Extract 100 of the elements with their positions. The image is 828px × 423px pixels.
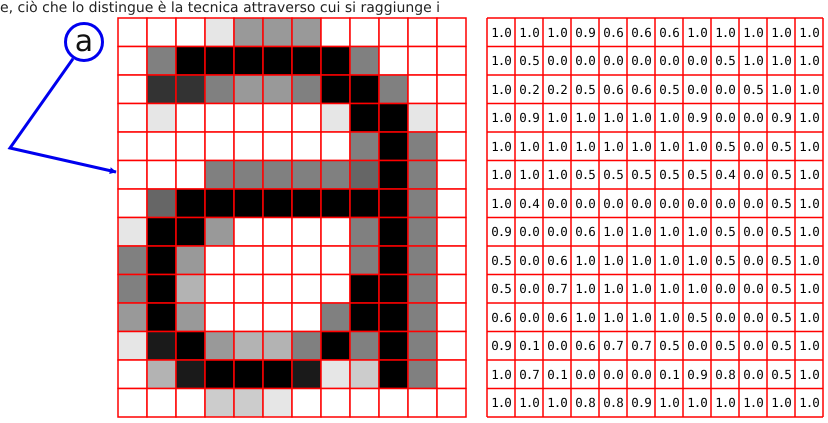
table-cell-text: 1.0 <box>686 252 708 270</box>
table-cell-text: 1.0 <box>574 308 596 327</box>
table-cell-text: 0.0 <box>602 52 624 70</box>
table-cell-text: 1.0 <box>490 366 512 384</box>
table-cell-text: 1.0 <box>490 166 512 184</box>
table-cell-text: 1.0 <box>630 252 652 270</box>
table-cell-text: 1.0 <box>490 394 512 412</box>
table-cell-text: 1.0 <box>518 138 540 156</box>
table-cell-text: 0.5 <box>714 252 736 270</box>
table-cell-text: 0.0 <box>742 194 764 213</box>
table-cell-text: 0.5 <box>770 366 792 384</box>
table-cell-text: 1.0 <box>574 280 596 298</box>
table-cell-text: 0.6 <box>602 80 624 99</box>
table-cell-text: 1.0 <box>490 52 512 70</box>
table-cell-text: 0.5 <box>658 337 680 356</box>
table-cell-text: 0.9 <box>630 394 652 412</box>
table-cell-text: 1.0 <box>798 223 820 242</box>
table-cell-text: 0.0 <box>714 194 736 213</box>
table-cell-text: 1.0 <box>686 138 708 156</box>
table-cell-text: 0.9 <box>574 24 596 42</box>
table-cell-text: 0.6 <box>490 308 512 327</box>
table-cell-text: 0.1 <box>518 337 540 356</box>
table-cell-text: 1.0 <box>686 24 708 42</box>
table-cell-text: 1.0 <box>574 138 596 156</box>
table-cell-text: 0.0 <box>714 308 736 327</box>
table-cell-text: 0.5 <box>770 308 792 327</box>
table-cell-text: 0.0 <box>714 80 736 99</box>
table-cell-text: 1.0 <box>770 80 792 99</box>
table-cell-text: 0.0 <box>742 280 764 298</box>
table-cell-text: 0.8 <box>574 394 596 412</box>
table-cell-text: 0.0 <box>686 80 708 99</box>
table-cell-text: 0.5 <box>714 337 736 356</box>
table-cell-text: 1.0 <box>490 194 512 213</box>
table-cell-text: 0.0 <box>518 280 540 298</box>
table-cell-text: 0.9 <box>518 109 540 128</box>
table-cell-text: 0.9 <box>686 109 708 128</box>
table-cell-text: 0.4 <box>518 194 540 213</box>
table-cell-text: 0.5 <box>770 166 792 184</box>
table-cell-text: 1.0 <box>574 109 596 128</box>
table-cell-text: 0.5 <box>770 337 792 356</box>
table-cell-text: 0.5 <box>658 80 680 99</box>
table-cell-text: 0.6 <box>630 24 652 42</box>
table-cell-text: 1.0 <box>742 394 764 412</box>
table-cell-text: 1.0 <box>770 52 792 70</box>
table-cell-text: 0.0 <box>742 166 764 184</box>
table-cell-text: 0.4 <box>714 166 736 184</box>
table-cell-text: 0.6 <box>574 223 596 242</box>
table-cell-text: 0.5 <box>770 252 792 270</box>
table-cell-text: 1.0 <box>490 80 512 99</box>
table-cell-text: 0.5 <box>714 138 736 156</box>
table-cell-text: 0.7 <box>518 366 540 384</box>
table-cell-text: 1.0 <box>742 24 764 42</box>
table-cell-text: 0.0 <box>602 194 624 213</box>
table-cell-text: 1.0 <box>658 394 680 412</box>
table-cell-text: 0.0 <box>714 280 736 298</box>
table-cell-text: 1.0 <box>630 109 652 128</box>
table-cell-text: 1.0 <box>518 166 540 184</box>
table-cell-text: 1.0 <box>798 366 820 384</box>
table-cell-text: 1.0 <box>686 280 708 298</box>
table-cell-text: 0.5 <box>658 166 680 184</box>
table-cell-text: 0.5 <box>602 166 624 184</box>
table-cell-text: 1.0 <box>798 194 820 213</box>
table-cell-text: 1.0 <box>658 308 680 327</box>
table-cell-text: 1.0 <box>602 138 624 156</box>
table-cell-text: 1.0 <box>630 138 652 156</box>
table-cell-text: 1.0 <box>658 138 680 156</box>
table-cell-text: 0.8 <box>714 366 736 384</box>
table-cell-text: 0.0 <box>686 52 708 70</box>
callout-letter: a <box>64 22 104 62</box>
table-cell-text: 0.0 <box>714 109 736 128</box>
table-cell-text: 0.0 <box>546 223 568 242</box>
table-cell-text: 0.5 <box>770 223 792 242</box>
table-cell-text: 1.0 <box>798 280 820 298</box>
table-cell-text: 0.5 <box>770 194 792 213</box>
table-cell-text: 1.0 <box>798 166 820 184</box>
table-cell-text: 1.0 <box>798 109 820 128</box>
table-cell-text: 1.0 <box>490 24 512 42</box>
table-cell-text: 0.5 <box>574 166 596 184</box>
table-cell-text: 1.0 <box>630 223 652 242</box>
table-cell-text: 0.5 <box>742 80 764 99</box>
table-cell-text: 0.7 <box>602 337 624 356</box>
table-cell-text: 0.8 <box>602 394 624 412</box>
table-cell-text: 1.0 <box>658 280 680 298</box>
table-cell-text: 1.0 <box>714 394 736 412</box>
table-cell-text: 0.0 <box>630 52 652 70</box>
table-cell-text: 0.5 <box>574 80 596 99</box>
table-cell-text: 1.0 <box>602 223 624 242</box>
table-cell-text: 1.0 <box>546 24 568 42</box>
table-cell-text: 0.1 <box>546 366 568 384</box>
table-cell-text: 0.0 <box>574 52 596 70</box>
table-cell-text: 0.0 <box>742 252 764 270</box>
table-cell-text: 0.0 <box>602 366 624 384</box>
table-cell-text: 1.0 <box>490 138 512 156</box>
table-cell-text: 1.0 <box>602 252 624 270</box>
table-cell-text: 0.6 <box>658 24 680 42</box>
table-cell-text: 1.0 <box>798 52 820 70</box>
table-cell-text: 0.0 <box>742 223 764 242</box>
table-cell-text: 0.6 <box>546 308 568 327</box>
table-cell-text: 1.0 <box>742 52 764 70</box>
table-cell-text: 0.0 <box>630 366 652 384</box>
